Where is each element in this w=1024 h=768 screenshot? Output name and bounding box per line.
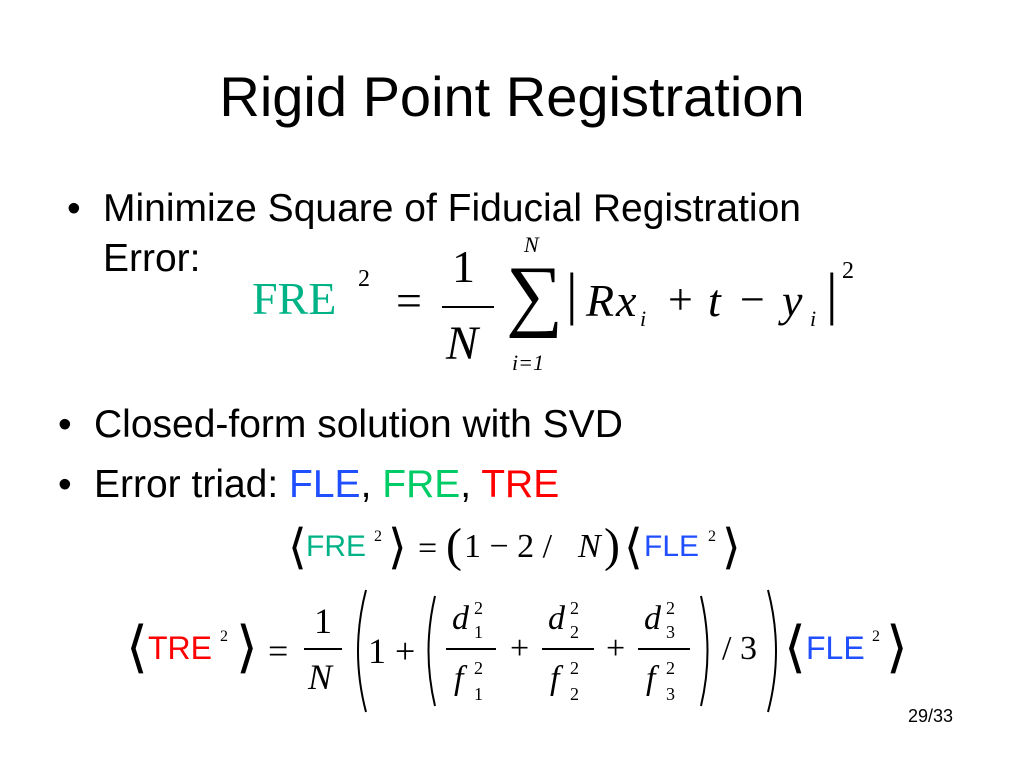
eq2-langle-fle: ⟨ bbox=[624, 521, 643, 574]
eq3-d3: d bbox=[644, 600, 661, 637]
bullet-minimize-fre: • Minimize Square of Fiducial Registrati… bbox=[67, 186, 801, 232]
term-fre: FRE bbox=[382, 463, 461, 506]
eq2-rangle: ⟩ bbox=[388, 521, 407, 574]
eq3-d1-sub: 1 bbox=[474, 622, 483, 642]
eq3-outer-paren-left bbox=[357, 589, 367, 713]
eq2-rangle-fle: ⟩ bbox=[722, 521, 741, 574]
eq3-frac1-bar bbox=[446, 648, 496, 650]
eq2-expr: 1 − 2 / bbox=[464, 528, 553, 565]
eq3-f1-sup: 2 bbox=[474, 658, 483, 678]
eq1-R: R bbox=[586, 275, 615, 326]
eq3-f1-sub: 1 bbox=[474, 684, 483, 704]
eq1-sum-symbol: ∑ bbox=[506, 251, 564, 339]
eq1-sub-i-y: i bbox=[810, 306, 817, 331]
eq3-inner-paren-left bbox=[427, 595, 436, 707]
eq3-plus2: + bbox=[606, 630, 626, 667]
bullet-text-line1: Minimize Square of Fiducial Registration bbox=[103, 187, 801, 230]
eq3-rangle: ⟩ bbox=[236, 617, 258, 679]
eq3-f2-sub: 2 bbox=[570, 684, 579, 704]
eq3-plus1: + bbox=[510, 630, 530, 667]
bullet-text-line2: Error: bbox=[103, 237, 201, 280]
separator: , bbox=[460, 463, 482, 506]
eq1-y: y bbox=[782, 275, 803, 326]
eq3-fle-sup: 2 bbox=[872, 628, 880, 645]
eq2-fle-sup: 2 bbox=[708, 528, 716, 545]
eq1-minus: − bbox=[740, 275, 765, 324]
bullet-dot: • bbox=[58, 403, 72, 446]
bullet-minimize-fre-line2: Error: bbox=[103, 236, 201, 282]
eq3-outer-paren-right bbox=[767, 589, 777, 713]
eq3-frac2-bar bbox=[542, 648, 594, 650]
eq2-fle: FLE bbox=[644, 530, 700, 563]
eq3-langle: ⟨ bbox=[126, 617, 148, 679]
eq3-langle-fle: ⟨ bbox=[784, 617, 806, 679]
separator: , bbox=[360, 463, 383, 506]
eq3-one-plus: 1 + bbox=[368, 631, 416, 671]
eq1-x: x bbox=[616, 275, 637, 326]
slide-title: Rigid Point Registration bbox=[219, 65, 805, 128]
eq1-t: t bbox=[708, 275, 721, 326]
page-number: 29/33 bbox=[908, 706, 954, 726]
eq3-inner-paren-right bbox=[700, 595, 709, 707]
eq2-equals: = bbox=[418, 530, 438, 567]
eq2-paren-open: ( bbox=[446, 519, 462, 572]
bullet-dot: • bbox=[58, 463, 72, 506]
eq3-fle: FLE bbox=[806, 630, 865, 666]
eq3-d2: d bbox=[548, 600, 565, 637]
eq1-sum-upper: N bbox=[524, 232, 539, 257]
term-fle: FLE bbox=[289, 463, 361, 506]
eq3-div3: / 3 bbox=[722, 630, 757, 667]
eq3-rangle-fle: ⟩ bbox=[886, 617, 908, 679]
eq2-N: N bbox=[578, 528, 601, 565]
eq3-f3: f bbox=[646, 660, 656, 697]
eq3-f3-sub: 3 bbox=[666, 684, 675, 704]
eq3-tre: TRE bbox=[148, 630, 212, 666]
eq3-f1: f bbox=[454, 660, 464, 697]
eq2-fre: FRE bbox=[306, 530, 366, 563]
eq3-d2-sub: 2 bbox=[570, 622, 579, 642]
bullet-closed-form: • Closed-form solution with SVD bbox=[58, 402, 623, 448]
eq1-equals: = bbox=[396, 275, 422, 326]
eq1-fre-lhs: FRE bbox=[252, 273, 337, 324]
eq3-f3-sup: 2 bbox=[666, 658, 675, 678]
eq1-abs-right: | bbox=[826, 261, 838, 326]
eq3-frac3-bar bbox=[638, 648, 690, 650]
eq1-lhs-sup: 2 bbox=[358, 266, 370, 292]
eq1-sum-lower: i=1 bbox=[512, 350, 544, 375]
eq1-plus: + bbox=[668, 275, 693, 324]
eq1-abs-left: | bbox=[566, 261, 578, 326]
eq3-d3-sup: 2 bbox=[666, 598, 675, 618]
eq3-f2: f bbox=[550, 660, 560, 697]
eq2-paren-close: ) bbox=[604, 519, 620, 572]
eq3-frac-bar bbox=[304, 648, 342, 650]
term-tre: TRE bbox=[481, 463, 560, 506]
eq3-equals: = bbox=[268, 631, 289, 671]
eq1-outer-sup: 2 bbox=[842, 258, 854, 284]
eq1-frac-bar bbox=[442, 306, 494, 308]
eq2-langle: ⟨ bbox=[288, 521, 307, 574]
eq3-d1-sup: 2 bbox=[474, 598, 483, 618]
eq3-f2-sup: 2 bbox=[570, 658, 579, 678]
eq3-d3-sub: 3 bbox=[666, 622, 675, 642]
eq3-frac-num: 1 bbox=[314, 601, 332, 641]
eq3-d2-sup: 2 bbox=[570, 598, 579, 618]
eq3-tre-sup: 2 bbox=[220, 628, 228, 645]
eq1-sub-i: i bbox=[640, 306, 647, 331]
eq2-fre-sup: 2 bbox=[374, 528, 382, 545]
bullet-text-prefix: Error triad: bbox=[94, 463, 290, 506]
eq1-frac-num: 1 bbox=[452, 241, 475, 292]
eq3-frac-den: N bbox=[308, 657, 333, 697]
eq1-frac-den: N bbox=[446, 317, 479, 370]
bullet-error-triad: • Error triad: FLE, FRE, TRE bbox=[58, 462, 560, 508]
bullet-dot: • bbox=[67, 187, 81, 230]
bullet-text: Closed-form solution with SVD bbox=[94, 403, 623, 446]
eq3-d1: d bbox=[452, 600, 469, 637]
